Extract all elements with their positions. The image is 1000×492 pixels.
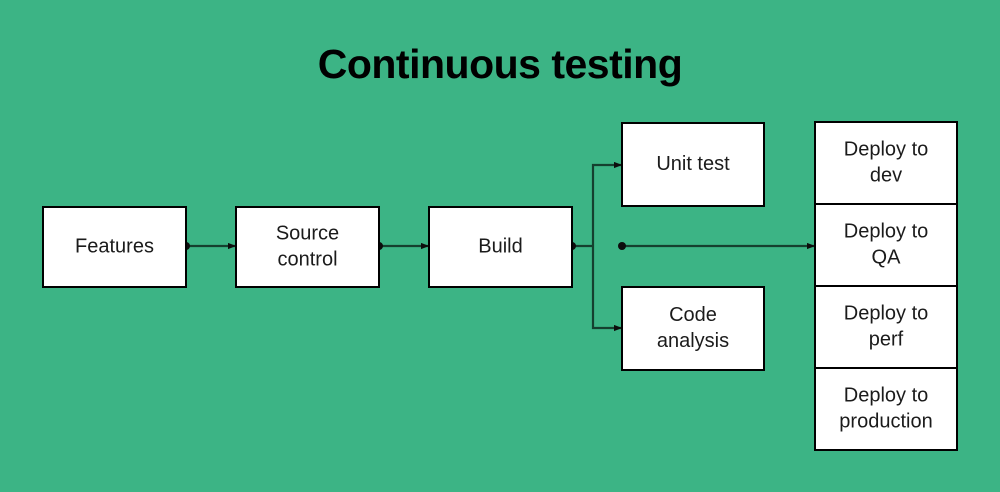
- node-unit-test[interactable]: Unit test: [621, 122, 765, 207]
- node-build[interactable]: Build: [428, 206, 573, 288]
- node-box-deploy-qa: [814, 203, 958, 287]
- node-box-deploy-prod: [814, 367, 958, 451]
- node-label-code-analysis: analysis: [657, 330, 729, 352]
- node-label-deploy-prod: Deploy to: [844, 384, 929, 406]
- dot-deploy-line-start: [618, 242, 626, 250]
- node-code-analysis[interactable]: Code analysis: [621, 286, 765, 371]
- node-source-control[interactable]: Source control: [235, 206, 380, 288]
- node-box-code-analysis: [621, 286, 765, 371]
- node-label-deploy-qa: Deploy to: [844, 220, 929, 242]
- node-label-deploy-prod: production: [839, 410, 932, 432]
- node-deploy-dev[interactable]: Deploy to dev: [814, 121, 958, 205]
- node-label-deploy-dev: Deploy to: [844, 138, 929, 160]
- node-box-deploy-dev: [814, 121, 958, 205]
- node-deploy-perf[interactable]: Deploy to perf: [814, 285, 958, 369]
- node-box-build: [428, 206, 573, 288]
- edge-branch-to-unit-test: [591, 161, 623, 246]
- edges-group: [186, 161, 816, 332]
- node-label-deploy-dev: dev: [870, 164, 902, 186]
- page-title: Continuous testing: [317, 41, 683, 87]
- node-label-source-control: Source: [276, 222, 339, 244]
- node-label-deploy-perf: Deploy to: [844, 302, 929, 324]
- node-box-unit-test: [621, 122, 765, 207]
- node-box-features: [42, 206, 187, 288]
- node-label-source-control: control: [277, 248, 337, 270]
- node-label-build: Build: [478, 235, 522, 257]
- node-deploy-prod[interactable]: Deploy to production: [814, 367, 958, 451]
- node-features[interactable]: Features: [42, 206, 187, 288]
- node-box-source-control: [235, 206, 380, 288]
- node-deploy-qa[interactable]: Deploy to QA: [814, 203, 958, 287]
- node-label-features: Features: [75, 235, 154, 257]
- node-label-deploy-qa: QA: [872, 246, 902, 268]
- stack-dividers-group: [815, 203, 957, 369]
- node-box-deploy-perf: [814, 285, 958, 369]
- node-label-code-analysis: Code: [669, 304, 717, 326]
- edge-branch-to-code-analysis: [591, 246, 623, 332]
- node-label-deploy-perf: perf: [869, 328, 904, 350]
- node-label-unit-test: Unit test: [656, 153, 730, 175]
